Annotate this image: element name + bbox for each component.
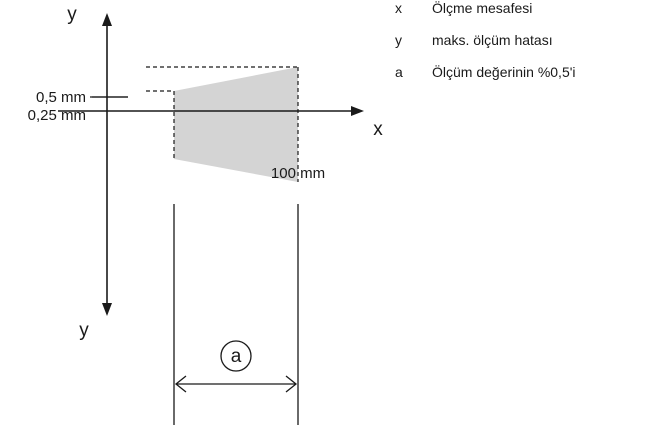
y-axis-label-bottom: y xyxy=(79,320,89,341)
legend: x Ölçme mesafesi y maks. ölçüm hatası a … xyxy=(395,0,576,80)
x-axis-arrow xyxy=(351,106,364,116)
legend-key-a: a xyxy=(395,64,403,80)
y-axis-arrow-down xyxy=(102,303,112,316)
tick-label-lower: 0,25 mm xyxy=(28,107,86,124)
tick-label-upper: 0,5 mm xyxy=(36,89,86,106)
dimension-marker-label: a xyxy=(231,346,242,367)
legend-key-x: x xyxy=(395,0,402,16)
legend-key-y: y xyxy=(395,32,402,48)
dimension-marker-circle xyxy=(220,340,252,372)
y-axis-arrow-up xyxy=(102,13,112,26)
dimension-arrowhead-left xyxy=(174,375,187,393)
x-end-label: 100 mm xyxy=(271,165,325,182)
dimension-arrowhead-right xyxy=(285,375,298,393)
legend-text-x: Ölçme mesafesi xyxy=(432,0,532,16)
legend-text-y: maks. ölçüm hatası xyxy=(432,32,553,48)
y-axis-label-top: y xyxy=(67,4,77,25)
error-band xyxy=(174,67,298,182)
x-axis-label: x xyxy=(373,119,383,140)
legend-text-a: Ölçüm değerinin %0,5'i xyxy=(432,63,576,80)
